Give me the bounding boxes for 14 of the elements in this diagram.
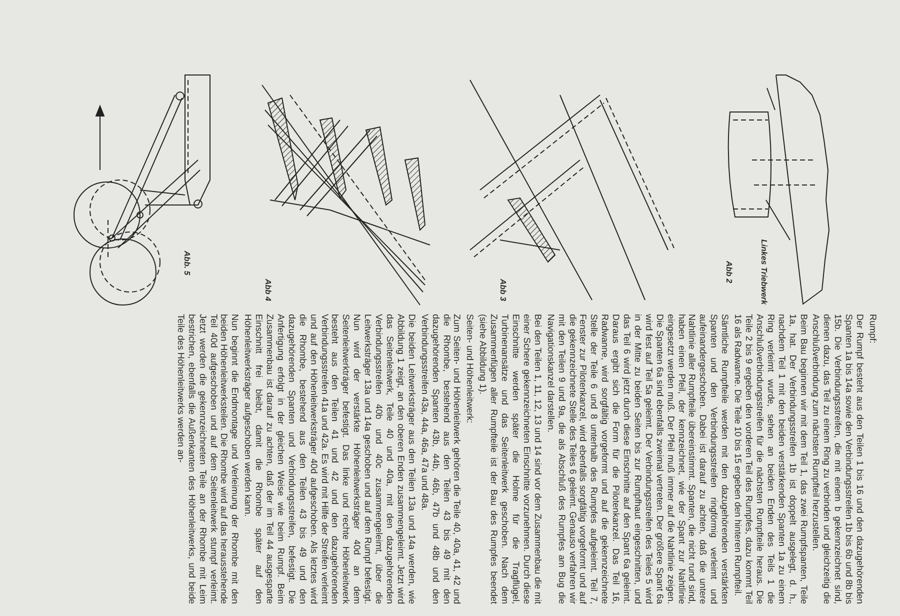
paragraph: Bei den Teilen 1, 11, 12, 13 und 14 sind vor dem Zusammenbau die mit einer Schere gekennzeichneten Einschnitte vorzunehmen. Durch diese Einschnitte werden später die Holme für die Tragflügel, Turbinenansätze und das Seitenleitwerk geschoben. Nach dem Zusammenfügen aller Rumpfteile ist der Bau des Rumpfes beendet (siehe Abbildung 1). bbox=[477, 314, 543, 604]
paragraph: Zum Seiten- und Höhenleitwerk gehören die Teile 40, 40a, 41, 42 und die Rhombe, bestehend aus den Teilen 43 bis 49 mit den dazugehörenden Spanten 43b, 44b, 46b, 47b und 48b und den Verbindungsstreifen 43a, 44a, 46a, 47a und 48a. bbox=[418, 314, 462, 604]
figure-caption: Linkes Triebwerk bbox=[760, 239, 768, 305]
section-heading: Seiten- und Höhenleitwerk: bbox=[464, 314, 476, 426]
figure-caption: Abb. 5 bbox=[182, 250, 192, 276]
paragraph: Die beiden Leitwerksträger aus den Teilen 13a und 14a werden, wie Abbildung 1 zeigt, an den oberen Enden zusammengeleimt. Jetzt wird das Seitenleitwerk, Teile 40 und 40a, mit den dazugehörenden Verbindungsstreifen 40b und 40c zusammengeleimt, über die Leitwerksträger 13a und 14a geschoben und auf dem Rumpf befestigt. Nun wird der verstärkte Höhenleitwerksträger 40d an dem Seitenleitwerkträger befestigt. Das linke und rechte Höhenleitwerk besteht aus den Teilen 41 und 42 und den dazugehörenden Verbindungsstreifen 41a und 42a. Es wird mit Hilfe der Streifen verleimt und auf den Höhenleitwerksträger 40d aufgeschoben. Als letztes wird die Rhombe, bestehend aus den Teilen 43 bis 49 und den dazugehörenden Spanten und Verbindungsstreifen, befestigt. Die Anfertigung erfolgt in der gleichen Weise wie beim Rumpf. Beim Zusammenbau ist darauf zu achten, daß der im Teil 44 ausgesparte Einschnitt frei bleibt, damit die Rhombe später auf den Höhenleitwerksträger aufgeschoben werden kann. bbox=[242, 314, 417, 604]
paragraph: Sämtliche Rumpfteile werden mit den dazugehörenden verstärkten Spanten und den Verbindungsstreifen ringförmig verleimt und aufeinandergeschoben. Dabei ist darauf zu achten, daß die untere Nahtlinie aller Rumpfteile übereinstimmt. Spanten, die nicht rund sind, haben einen Pfeil, der kennzeichnet, wie der Spant zur Nahtlinie eingesetzt werden muß. Der Pfeil muß immer auf die Nahtlinie zeigen. Die Spanten 6a sind ebenfalls zweimal vertreten. Der größere Spant 6a wird fest auf Teil 5a geleimt. Der Verbindungsstreifen des Teiles 5 wird in der Mitte zu beiden Seiten bis zur Rumpfhaut eingeschnitten, und das Teil 6 wird jetzt durch diese Einschnitte auf den Spant 6a geleimt. Daraus ergibt sich die Form für die Pilotenkanzel. Das Teil 16, Radwanne, wird sorgfältig vorgeformt und auf die gekennzeichnete Stelle der Teile 6 und 8 unterhalb des Rumpfes aufgeleimt. Teil 7, Fenster zur Pilotenkanzel, wird ebenfalls sorgfältig vorgeformt und auf die gekennzeichnete Stelle des Teiles 6 geleimt. Genauso verfahren wir mit den Teilen 9 und 9a, die als Abschluß des Rumpfes am Bug die Navigationskanzel darstellen. bbox=[544, 314, 730, 604]
figure-caption: Abb 3 bbox=[498, 278, 508, 302]
paragraph: Der Rumpf besteht aus den Teilen 1 bis 16 und den dazugehörenden Spanten 1a bis 14a sowie den Verbindungsstreifen 1b bis 6b und 8b bis 15b. Die Verbindungsstreifen, die mit einem b gekennzeichnet sind, dienen dazu, das Teil zu einem Ring zu verbinden und gleichzeitig die Anschlußverbindung zum nächsten Rumpfteil herzustellen. bbox=[810, 314, 866, 604]
figure-caption: Abb 4 bbox=[264, 278, 272, 302]
figure-caption: Abb 2 bbox=[724, 260, 734, 284]
paragraph: Nun beginnt die Endmontage und Verleimung der Rhombe mit den beiden Höhenleitwerksteilen. Die Rhombe wird auf das herausstehende Teil 40d aufgeschoben und auf dem Seitenleitwerk stumpf verleimt. Jetzt werden die gekennzeichneten Teile an der Rhombe mit Leim bestrichen, ebenfalls die Außenkanten des Höhenleitwerks, und beide Teile des Höhenleitwerks werden an- bbox=[174, 314, 240, 604]
paragraph: Beim Bau beginnen wir mit dem Teil 1, das zwei Rumpfspanten, Teile 1a, hat. Der Verbindungsstreifen 1b ist doppelt ausgelegt, d. h., nachdem Teil 1 mit den beiden verstärkenden Spanten 1a zu einem Ring verleimt wurde, sehen an beiden Enden des Teils 1 die Anschlußverbindungsstreifen für die nächsten Rumpfteile heraus. Die Teile 2 bis 9 ergeben den vorderen Teil des Rumpfes, dazu kommt Teil 16 als Radwanne. Die Teile 10 bis 15 ergeben den hinteren Rumpfteil. bbox=[732, 314, 809, 604]
section-heading: Rumpf: bbox=[867, 314, 878, 346]
